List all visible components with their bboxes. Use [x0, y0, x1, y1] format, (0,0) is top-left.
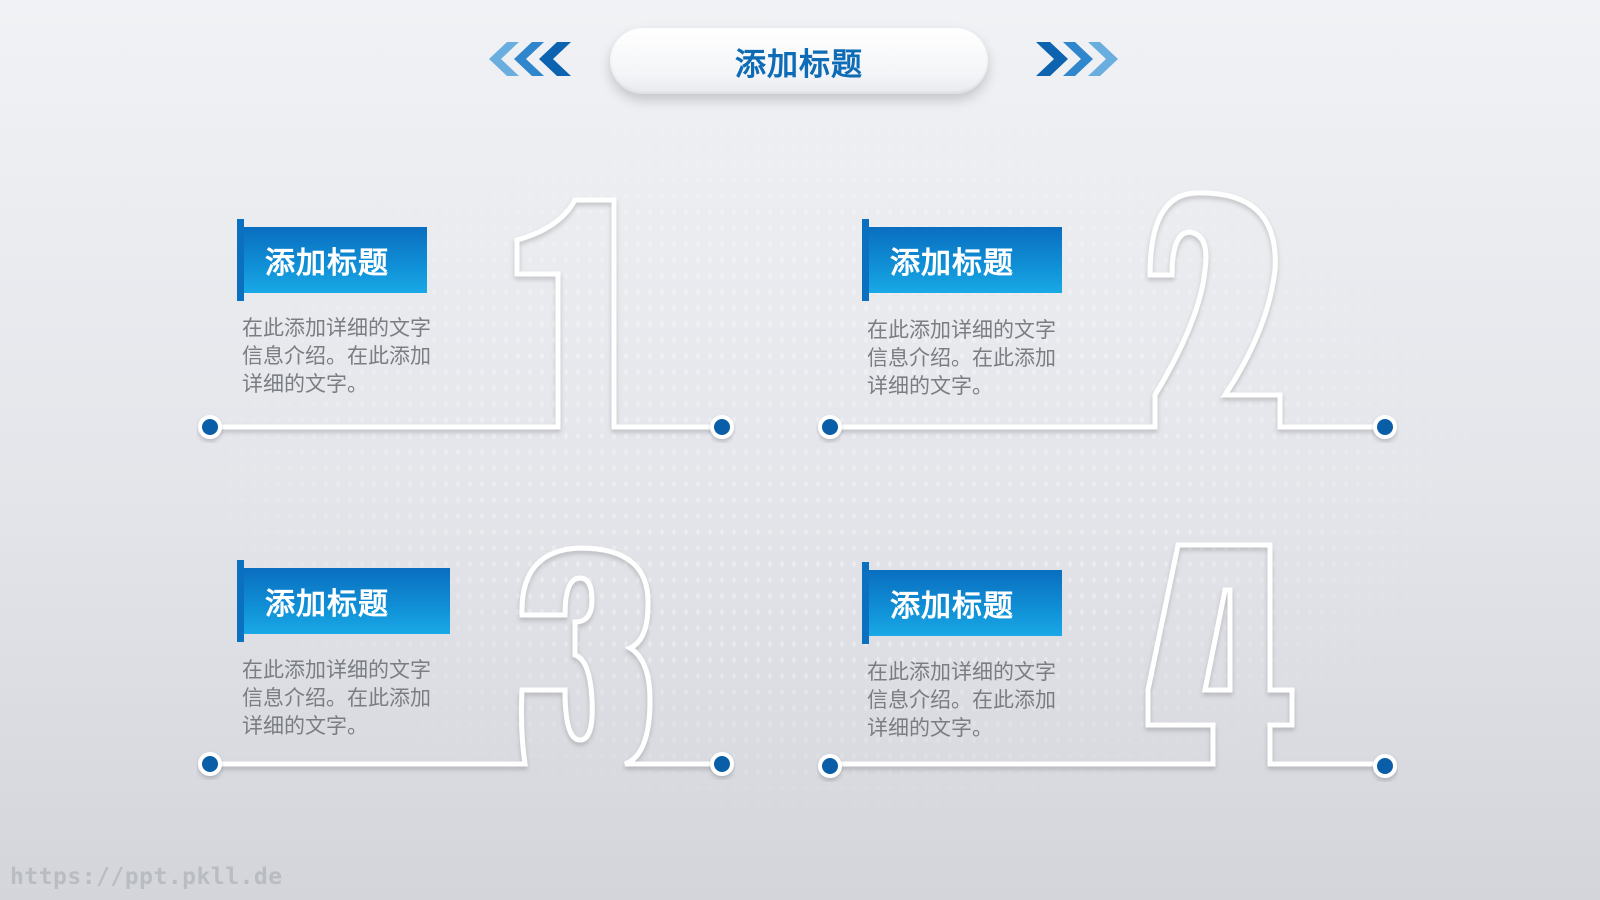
- description-line: 在此添加详细的文字: [242, 316, 431, 340]
- card-title-tag: 添加标题: [237, 560, 450, 642]
- card-title-tag: 添加标题: [862, 219, 1062, 301]
- watermark-url: https://ppt.pkll.de: [10, 864, 283, 890]
- description-line: 信息介绍。在此添加: [242, 686, 431, 710]
- dot-4-start: [818, 754, 842, 778]
- chevrons-left-icon: [489, 42, 571, 76]
- description-line: 详细的文字。: [242, 372, 368, 396]
- card-description: 在此添加详细的文字 信息介绍。在此添加 详细的文字。: [242, 656, 472, 740]
- card-title-tag: 添加标题: [237, 219, 427, 301]
- dot-3-end: [710, 752, 734, 776]
- description-line: 详细的文字。: [867, 716, 993, 740]
- connector-dots: [198, 415, 1397, 778]
- card-title: 添加标题: [890, 589, 1014, 624]
- header-title-pill: 添加标题: [610, 28, 988, 94]
- description-line: 在此添加详细的文字: [867, 318, 1056, 342]
- card-title: 添加标题: [890, 246, 1014, 281]
- description-line: 详细的文字。: [242, 714, 368, 738]
- dot-4-end: [1373, 754, 1397, 778]
- description-line: 信息介绍。在此添加: [867, 688, 1056, 712]
- number-4-outline: [830, 542, 1385, 767]
- description-line: 详细的文字。: [867, 374, 993, 398]
- number-4-inner-outline: [1201, 587, 1233, 693]
- number-3-outline: [210, 545, 722, 767]
- card-title: 添加标题: [265, 246, 389, 281]
- card-title: 添加标题: [265, 587, 389, 622]
- card-title-tag: 添加标题: [862, 562, 1062, 644]
- page-title: 添加标题: [735, 46, 863, 83]
- card-description: 在此添加详细的文字 信息介绍。在此添加 详细的文字。: [867, 316, 1097, 400]
- chevrons-right-icon: [1036, 42, 1118, 76]
- card-description: 在此添加详细的文字 信息介绍。在此添加 详细的文字。: [867, 658, 1097, 742]
- description-line: 信息介绍。在此添加: [242, 344, 431, 368]
- description-line: 在此添加详细的文字: [867, 660, 1056, 684]
- number-1-outline: [210, 197, 722, 430]
- dot-1-start: [198, 415, 222, 439]
- dot-1-end: [710, 415, 734, 439]
- dot-3-start: [198, 752, 222, 776]
- dot-2-end: [1373, 415, 1397, 439]
- description-line: 信息介绍。在此添加: [867, 346, 1056, 370]
- dot-2-start: [818, 415, 842, 439]
- number-2-outline: [830, 190, 1385, 430]
- description-line: 在此添加详细的文字: [242, 658, 431, 682]
- card-description: 在此添加详细的文字 信息介绍。在此添加 详细的文字。: [242, 314, 472, 398]
